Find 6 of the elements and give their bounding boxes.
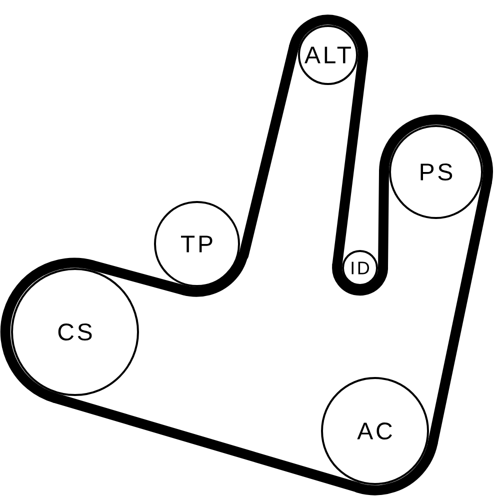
pulley: PS (389, 125, 483, 219)
pulley: AC (321, 377, 429, 485)
pulley: TP (154, 201, 240, 287)
pulley: CS (11, 268, 139, 396)
pulley: ID (342, 250, 378, 286)
pulley: ALT (298, 25, 358, 85)
